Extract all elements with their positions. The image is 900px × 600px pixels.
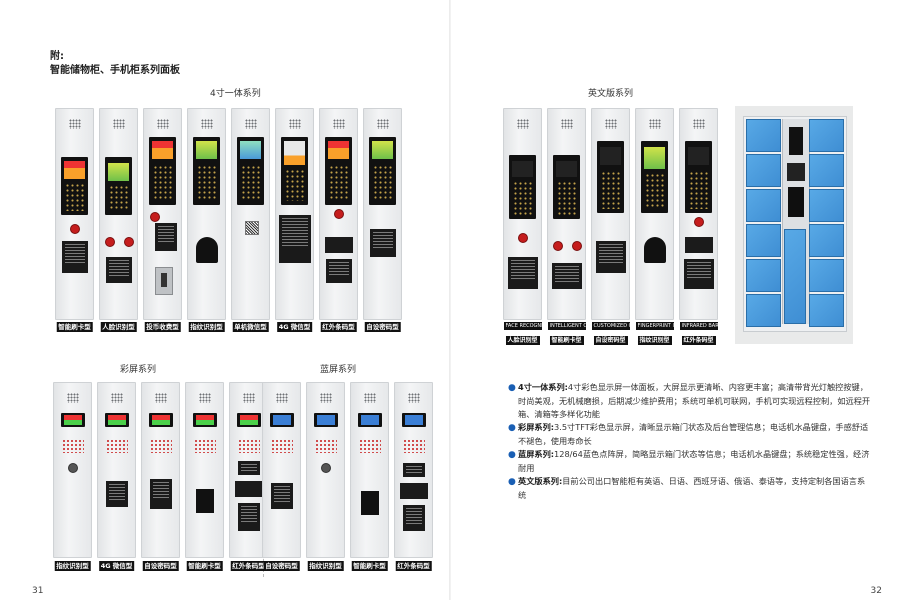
- bullet-icon: ●: [508, 383, 516, 393]
- panel-label: 红外条码型: [320, 322, 357, 332]
- description-item: ●彩屏系列:3.5寸TFT彩色显示屏，清晰显示箱门状态及后台管理信息；电话机水晶…: [508, 422, 869, 446]
- panel-color-2: 自设密码型: [141, 382, 180, 571]
- panel-blue-0: 自设密码型: [262, 382, 301, 571]
- panel-color-1: 4G 微信型: [97, 382, 136, 571]
- panel-cn-label: 智能刷卡型: [549, 336, 584, 345]
- locker-control-panel: [782, 119, 810, 324]
- panel-label: 红外条码型: [230, 561, 267, 571]
- panel-4inch-3: 指纹识别型: [187, 108, 226, 332]
- panel-en-label: INTELLIGENT CARD-SWIPE: [547, 322, 616, 330]
- bullet-icon: ●: [508, 450, 516, 460]
- panel-row-blue: 自设密码型 指纹识别型 智能刷卡型 红外条码型: [262, 382, 438, 571]
- description-item: ●英文版系列:目前公司出口智能柜有英语、日语、西班牙语、俄语、泰语等，支持定制各…: [508, 476, 866, 500]
- panel-row-4inch: 智能刷卡型 人脸识别型 投币收费型 指纹识别型 单机微信型: [55, 108, 407, 332]
- bullet-icon: ●: [508, 423, 516, 433]
- panel-label: 智能刷卡型: [351, 561, 388, 571]
- description-item: ●4寸一体系列:4寸彩色显示屏一体面板，大屏显示更清晰、内容更丰富；高清带背光灯…: [508, 382, 871, 419]
- panel-label: 单机微信型: [232, 322, 269, 332]
- panel-4inch-0: 智能刷卡型: [55, 108, 94, 332]
- panel-4inch-2: 投币收费型: [143, 108, 182, 332]
- panel-color-4: 红外条码型: [229, 382, 268, 571]
- series-title-color: 彩屏系列: [120, 365, 157, 375]
- panel-label: 指纹识别型: [54, 561, 91, 571]
- panel-cn-label: 红外条码型: [681, 336, 716, 345]
- panel-label: 红外条码型: [395, 561, 432, 571]
- panel-label: 指纹识别型: [307, 561, 344, 571]
- panel-en-label: FACE RECOGNITION: [503, 322, 555, 330]
- page-gutter: [449, 0, 451, 600]
- panel-label: 指纹识别型: [188, 322, 225, 332]
- panel-blue-1: 指纹识别型: [306, 382, 345, 571]
- catalog-heading: 智能储物柜、手机柜系列面板: [50, 65, 180, 76]
- panel-english-0: FACE RECOGNITION 人脸识别型: [503, 108, 555, 345]
- panel-4inch-1: 人脸识别型: [99, 108, 138, 332]
- panel-row-english: FACE RECOGNITION 人脸识别型 INTELLIGENT CARD-…: [503, 108, 733, 345]
- series-title-4inch: 4寸一体系列: [210, 89, 261, 99]
- panel-label: 自设密码型: [263, 561, 300, 571]
- panel-color-3: 智能刷卡型: [185, 382, 224, 571]
- series-title-blue: 蓝屏系列: [320, 365, 357, 375]
- appendix-label: 附:: [50, 51, 64, 62]
- panel-cn-label: 自设密码型: [593, 336, 628, 345]
- locker-cabinet-photo: [735, 106, 853, 344]
- series-descriptions: ●4寸一体系列:4寸彩色显示屏一体面板，大屏显示更清晰、内容更丰富；高清带背光灯…: [508, 381, 873, 502]
- panel-label: 4G 微信型: [98, 561, 135, 571]
- panel-en-label: CUSTOMIZED CODE: [591, 322, 644, 330]
- panel-label: 自设密码型: [364, 322, 401, 332]
- panel-label: 自设密码型: [142, 561, 179, 571]
- panel-english-1: INTELLIGENT CARD-SWIPE 智能刷卡型: [547, 108, 615, 345]
- panel-cn-label: 指纹识别型: [637, 336, 672, 345]
- panel-cn-label: 人脸识别型: [505, 336, 540, 345]
- panel-row-color: 指纹识别型 4G 微信型 自设密码型 智能刷卡型: [53, 382, 273, 571]
- panel-en-label: INFRARED BARCODE: [679, 322, 733, 330]
- panel-label: 智能刷卡型: [186, 561, 223, 571]
- panel-label: 4G 微信型: [276, 322, 313, 332]
- panel-4inch-6: 红外条码型: [319, 108, 358, 332]
- panel-blue-3: 红外条码型: [394, 382, 433, 571]
- panel-4inch-7: 自设密码型: [363, 108, 402, 332]
- locker-body: [743, 116, 847, 332]
- bullet-icon: ●: [508, 477, 516, 487]
- description-item: ●蓝屏系列:128/64蓝色点阵屏，简略显示箱门状态等信息；电话机水晶键盘；系统…: [508, 449, 870, 473]
- panel-english-2: CUSTOMIZED CODE 自设密码型: [591, 108, 643, 345]
- panel-4inch-4: 单机微信型: [231, 108, 270, 332]
- panel-label: 人脸识别型: [100, 322, 137, 332]
- panel-4inch-5: 4G 微信型: [275, 108, 314, 332]
- page-number-left: 31: [32, 586, 44, 596]
- page-number-right: 32: [870, 586, 882, 596]
- panel-en-label: FINGERPRINT IDENTIFICATION: [635, 322, 713, 330]
- panel-color-0: 指纹识别型: [53, 382, 92, 571]
- panel-label: 智能刷卡型: [56, 322, 93, 332]
- panel-english-4: INFRARED BARCODE 红外条码型: [679, 108, 733, 345]
- series-title-english: 英文版系列: [588, 89, 634, 99]
- panel-blue-2: 智能刷卡型: [350, 382, 389, 571]
- panel-english-3: FINGERPRINT IDENTIFICATION 指纹识别型: [635, 108, 712, 345]
- panel-label: 投币收费型: [144, 322, 181, 332]
